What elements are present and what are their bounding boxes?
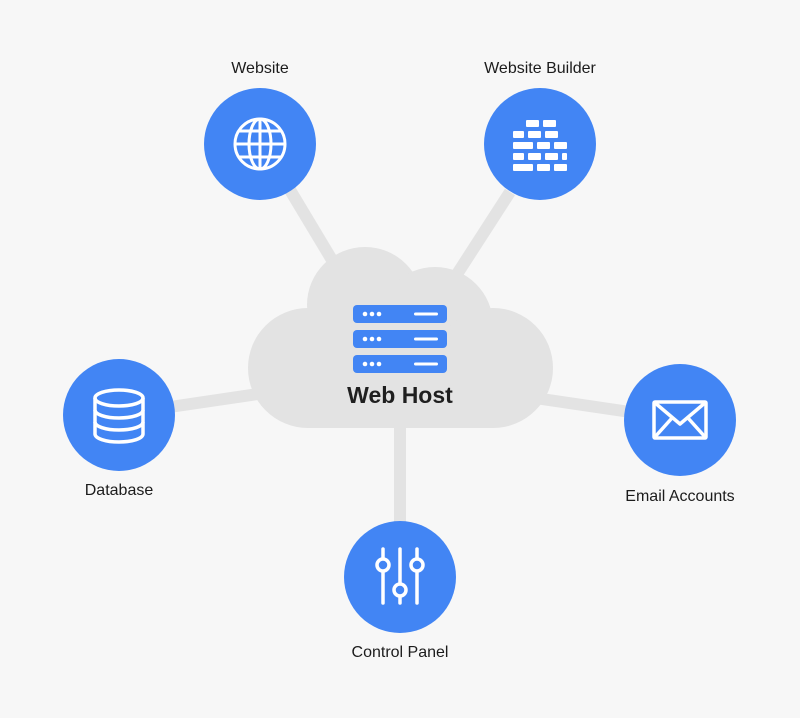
node-label-email-accounts: Email Accounts [625,488,735,505]
node-label-website-builder: Website Builder [484,60,596,77]
envelope-icon [652,400,708,440]
hub-label: Web Host [347,382,453,408]
connector-website [284,186,344,274]
database-icon [93,388,145,444]
connector-email-accounts [534,392,631,418]
connectors [169,186,631,525]
node-label-website: Website [231,60,289,77]
node-control-panel [344,521,456,633]
server-rack-icon [353,305,447,373]
connector-database [169,387,266,413]
node-website-builder [484,88,596,200]
brick-wall-icon [513,120,567,171]
globe-icon [233,117,287,171]
node-website [204,88,316,200]
node-email-accounts [624,364,736,476]
node-database [63,359,175,471]
node-label-database: Database [84,482,154,499]
node-label-control-panel: Control Panel [351,644,449,661]
sliders-icon [375,547,425,605]
connector-website-builder [444,188,516,289]
